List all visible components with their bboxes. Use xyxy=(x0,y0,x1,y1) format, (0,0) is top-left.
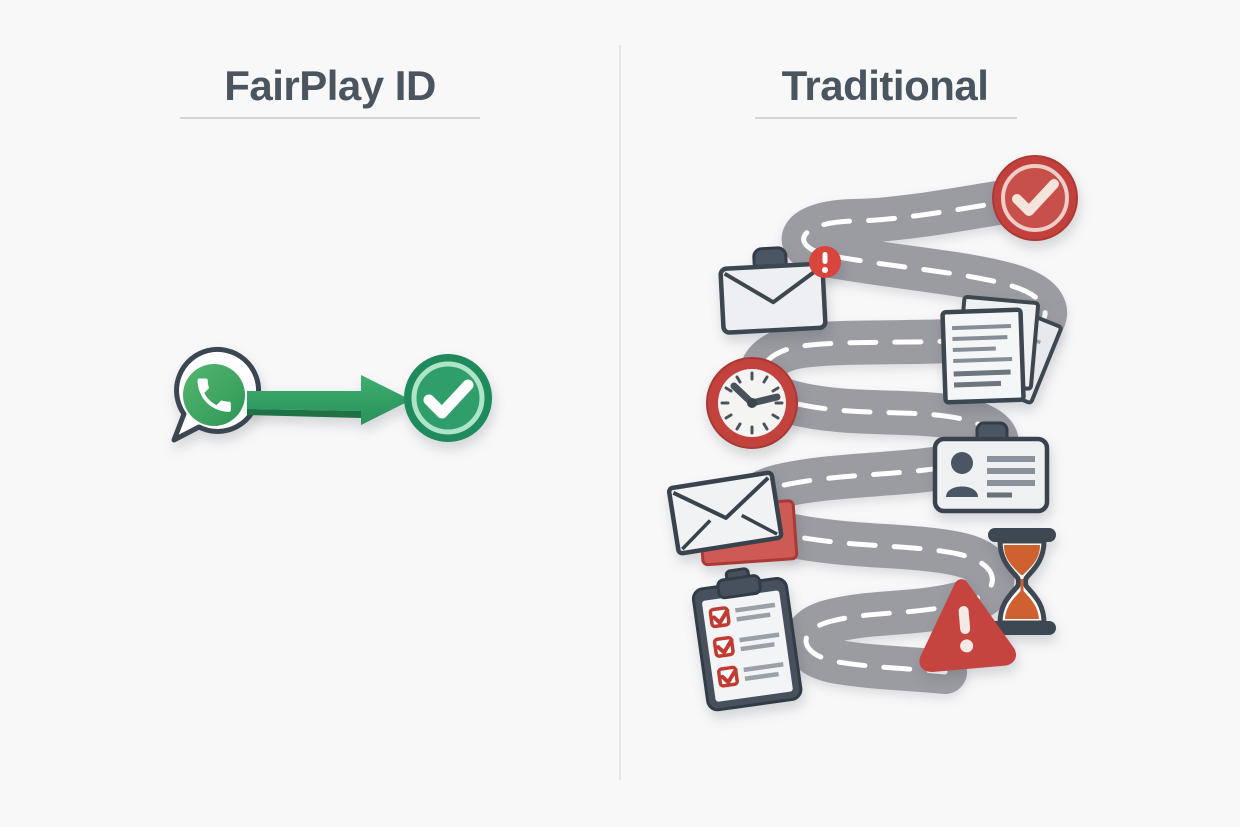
clock-center xyxy=(747,398,757,408)
id-card-icon xyxy=(932,421,1050,514)
envelope-flap xyxy=(723,267,820,305)
alert-badge-dot xyxy=(822,267,828,273)
clipboard-clip xyxy=(716,574,762,600)
check-mark xyxy=(423,379,474,419)
left-title-underline xyxy=(180,117,480,119)
hourglass-sand-top xyxy=(1004,545,1040,576)
hourglass-cap-bottom xyxy=(988,621,1056,635)
verified-check-icon xyxy=(404,354,492,442)
checklist-icon xyxy=(691,567,803,712)
whatsapp-icon xyxy=(171,346,262,443)
phone-glyph xyxy=(197,378,231,412)
warning-exclamation-bar xyxy=(958,606,971,634)
id-card-avatar-body xyxy=(946,486,978,497)
envelope-icon xyxy=(666,470,799,567)
hourglass-cap-top xyxy=(988,528,1056,542)
red-check-mark xyxy=(1012,179,1059,216)
right-panel-title: Traditional xyxy=(781,62,989,109)
clock-ticks xyxy=(720,371,784,435)
id-card-body xyxy=(932,436,1050,514)
warning-triangle-icon xyxy=(919,579,1016,672)
warning-exclamation-dot xyxy=(960,639,974,653)
checklist-row xyxy=(708,602,776,629)
left-panel-title: FairPlay ID xyxy=(224,62,436,109)
panel-divider xyxy=(619,45,621,780)
envelope-front xyxy=(666,470,784,556)
road-center-dashes xyxy=(748,195,1048,675)
arrow-right-icon xyxy=(247,375,411,425)
envelope-front-flap xyxy=(672,476,770,520)
document-page-front xyxy=(940,307,1026,405)
clock-icon xyxy=(706,357,798,449)
alert-badge-exclamation xyxy=(822,252,828,264)
documents-icon xyxy=(940,295,1063,405)
checklist-row xyxy=(717,662,784,688)
arrow-shadow-edge xyxy=(247,409,361,418)
checklist-row xyxy=(712,632,780,658)
arrow-body xyxy=(247,375,411,425)
completed-check-icon xyxy=(992,155,1078,241)
id-card-avatar-head xyxy=(951,452,973,474)
whatsapp-green-circle xyxy=(183,364,245,426)
right-title-underline xyxy=(755,117,1017,119)
document-text-lines xyxy=(951,324,1013,364)
hourglass-icon xyxy=(988,528,1056,635)
id-card-text-lines xyxy=(987,456,1035,486)
envelope-fold-lines xyxy=(681,513,778,551)
email-alert-icon xyxy=(718,246,841,335)
hourglass-sand-bottom xyxy=(1005,589,1039,619)
